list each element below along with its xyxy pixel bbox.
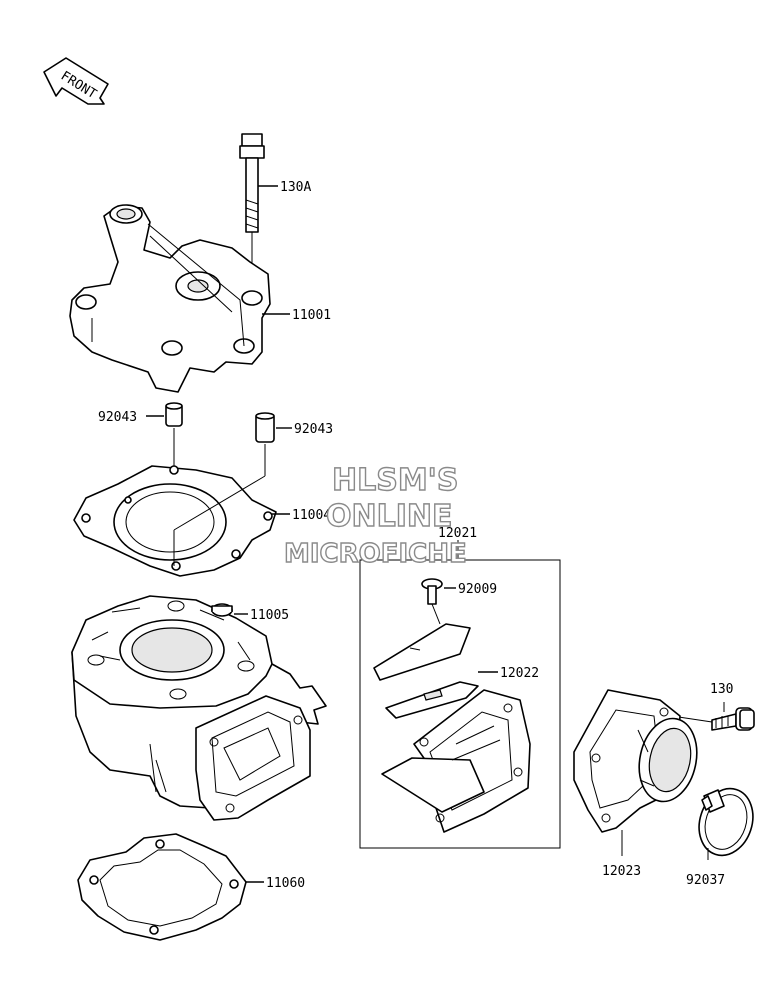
watermark: HLSM'S ONLINE MICROFICHE [283, 462, 467, 569]
reed-cage[interactable] [381, 689, 531, 833]
label-11001: 11001 [292, 308, 331, 323]
dowel-pin-92043-left[interactable] [165, 402, 183, 427]
cylinder-head-11001[interactable] [69, 204, 271, 393]
reed-valve-assembly-box [359, 559, 561, 849]
label-12023: 12023 [602, 864, 641, 879]
label-130: 130 [710, 682, 733, 697]
watermark-line-1: HLSM'S [332, 463, 458, 498]
label-11005: 11005 [250, 608, 289, 623]
hose-clamp-92037[interactable] [691, 782, 761, 863]
label-92043-left: 92043 [98, 410, 137, 425]
reed-stopper-plate[interactable] [373, 623, 471, 681]
label-12021: 12021 [438, 526, 477, 541]
label-92043-right: 92043 [294, 422, 333, 437]
head-gasket-11004[interactable] [73, 465, 277, 577]
bolt-130[interactable] [711, 707, 755, 731]
label-12022: 12022 [500, 666, 539, 681]
label-11004: 11004 [292, 508, 331, 523]
label-92009: 92009 [458, 582, 497, 597]
label-11060: 11060 [266, 876, 305, 891]
screw-92009[interactable] [421, 578, 443, 605]
watermark-line-2: ONLINE [326, 499, 453, 534]
reed-petal-12022[interactable] [385, 681, 479, 719]
label-130a: 130A [280, 180, 311, 195]
front-arrow-icon: FRONT [43, 57, 109, 105]
label-92037: 92037 [686, 873, 725, 888]
watermark-line-3: MICROFICHE [284, 539, 467, 569]
cylinder-11005[interactable] [71, 595, 327, 821]
bolt-130a[interactable] [239, 133, 265, 233]
dowel-pin-92043-right[interactable] [255, 412, 275, 443]
intake-manifold-12023[interactable] [573, 689, 704, 833]
base-gasket-11060[interactable] [77, 833, 247, 941]
